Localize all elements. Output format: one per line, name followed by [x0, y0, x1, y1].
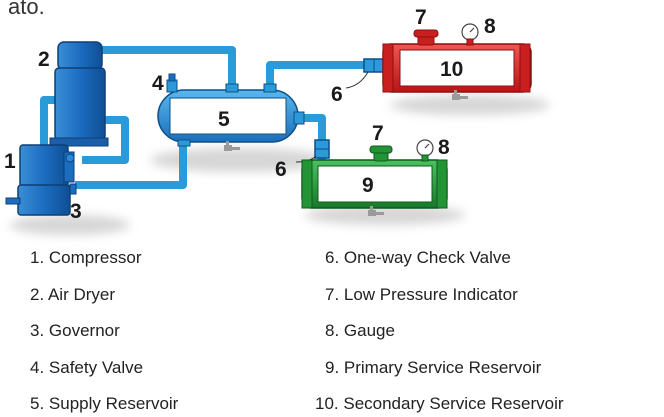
safety-valve [166, 73, 178, 93]
drop-shadows [10, 95, 550, 235]
callout-4: 4 [152, 72, 164, 95]
drain-valve-supply [224, 141, 240, 151]
drain-valve-primary [368, 206, 384, 216]
pipe-dryer-loop [82, 116, 129, 164]
pipe-dryer-to-supply [100, 46, 236, 88]
callout-7-secondary: 7 [415, 6, 427, 29]
pipe-supply-to-secondary [266, 61, 370, 88]
legend-item-2: 2. Air Dryer [30, 285, 116, 304]
supply-reservoir [157, 83, 305, 147]
gauge-primary [416, 139, 434, 162]
secondary-service-reservoir [382, 43, 532, 93]
callout-10: 10 [440, 58, 463, 81]
primary-service-reservoir [301, 159, 448, 209]
legend-item-9: 9. Primary Service Reservoir [325, 358, 542, 377]
partial-caption-text: ato. [8, 0, 45, 19]
low-pressure-indicator-secondary [413, 29, 439, 46]
legend-item-7: 7. Low Pressure Indicator [325, 285, 518, 304]
air-dryer [49, 41, 109, 147]
check-valve-secondary [363, 58, 385, 73]
legend-item-10: 10. Secondary Service Reservoir [315, 394, 564, 413]
callout-2: 2 [38, 48, 50, 71]
callout-7-primary: 7 [372, 122, 384, 145]
pipe-governor-to-supply [75, 142, 187, 189]
callout-9: 9 [362, 174, 374, 197]
governor [5, 183, 77, 216]
callout-6-primary: 6 [275, 158, 287, 181]
gauge-secondary [461, 23, 479, 46]
check-valve-primary [314, 139, 330, 159]
legend-item-6: 6. One-way Check Valve [325, 248, 511, 267]
air-lines [40, 46, 370, 189]
legend-item-1: 1. Compressor [30, 248, 142, 267]
low-pressure-indicator-primary [369, 145, 393, 162]
callout-5: 5 [218, 108, 230, 131]
callout-8-primary: 8 [438, 136, 450, 159]
callout-6-secondary: 6 [331, 83, 343, 106]
callout-8-secondary: 8 [484, 15, 496, 38]
callout-1: 1 [4, 150, 16, 173]
callout-numbers: 1 2 3 4 5 6 6 7 7 8 8 9 10 [4, 6, 496, 223]
legend-item-3: 3. Governor [30, 321, 120, 340]
legend-item-4: 4. Safety Valve [30, 358, 144, 377]
callout-3: 3 [70, 200, 82, 223]
pipe-supply-to-primary [300, 114, 326, 145]
legend-item-8: 8. Gauge [325, 321, 395, 340]
compressor [19, 144, 75, 188]
legend-item-5: 5. Supply Reservoir [30, 394, 179, 413]
drain-valve-secondary [452, 90, 468, 100]
